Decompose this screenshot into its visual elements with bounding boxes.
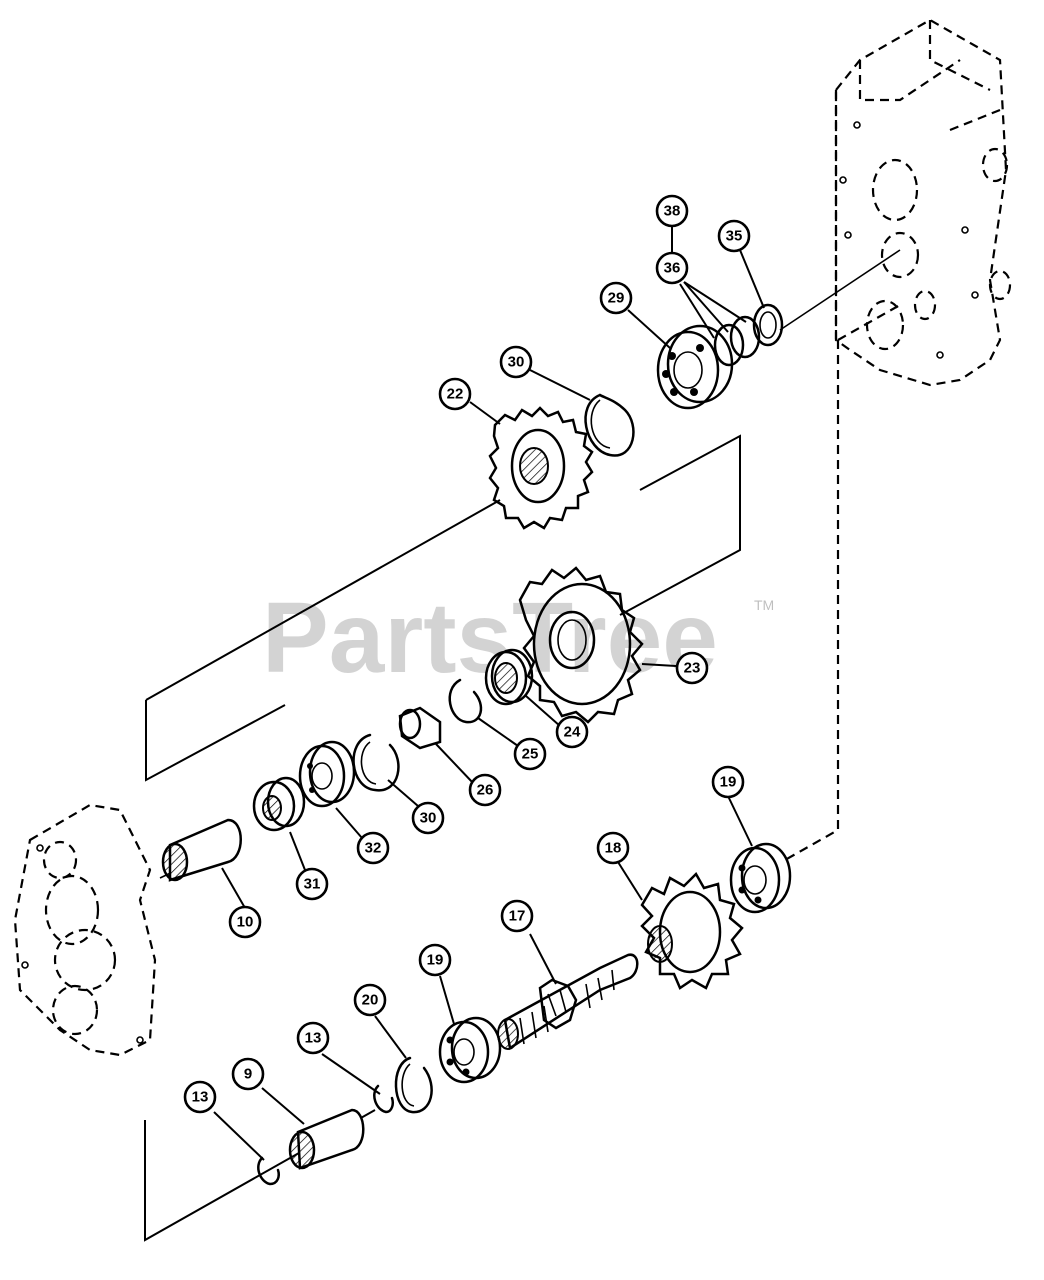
- callout-label: 17: [509, 908, 526, 925]
- bearing-19-right: [729, 842, 792, 914]
- housing-left: [13, 803, 157, 1057]
- callout-label: 23: [684, 660, 701, 677]
- clip-13-upper: [373, 1084, 394, 1114]
- callout-label: 29: [608, 290, 625, 307]
- callout-36[interactable]: 36: [655, 251, 689, 285]
- callout-18[interactable]: 18: [596, 831, 630, 865]
- callout-22[interactable]: 22: [438, 377, 472, 411]
- callout-label: 13: [192, 1089, 209, 1106]
- callout-label: 30: [508, 354, 525, 371]
- shim-rings: [713, 303, 784, 367]
- clip-13-lower: [257, 1156, 280, 1186]
- housing-right: [834, 18, 1012, 387]
- callout-26[interactable]: 26: [468, 773, 502, 807]
- bearing-29: [656, 324, 734, 410]
- callout-label: 19: [720, 774, 737, 791]
- snap-ring-30-upper: [584, 393, 635, 457]
- bearing-19-left: [438, 1016, 502, 1084]
- callout-17[interactable]: 17: [500, 899, 534, 933]
- bearing-32: [298, 740, 356, 808]
- shaft-17: [497, 953, 639, 1051]
- leader-lines: [213, 224, 765, 1161]
- callout-30-upper[interactable]: 30: [499, 345, 533, 379]
- callout-9[interactable]: 9: [231, 1057, 265, 1091]
- callout-label: 9: [244, 1066, 252, 1083]
- bushing-26: [398, 706, 442, 750]
- callout-label: 24: [564, 724, 581, 741]
- callouts: 38 36 35 29 30 22 23 24 25 26 30 32 31 1…: [183, 194, 751, 1114]
- watermark-trademark: TM: [754, 597, 774, 613]
- callout-label: 32: [365, 840, 382, 857]
- callout-35[interactable]: 35: [717, 219, 751, 253]
- callout-31[interactable]: 31: [295, 867, 329, 901]
- callout-label: 38: [664, 203, 681, 220]
- sleeve-9: [288, 1108, 365, 1170]
- callout-25[interactable]: 25: [513, 737, 547, 771]
- callout-30-lower[interactable]: 30: [411, 801, 445, 835]
- callout-13-lower[interactable]: 13: [183, 1080, 217, 1114]
- callout-23[interactable]: 23: [675, 651, 709, 685]
- callout-label: 13: [305, 1030, 322, 1047]
- callout-label: 18: [605, 840, 622, 857]
- callout-13-upper[interactable]: 13: [296, 1021, 330, 1055]
- callout-label: 36: [664, 260, 681, 277]
- bearing-31: [252, 776, 306, 832]
- sprocket-23: [518, 566, 644, 724]
- bearing-24: [484, 648, 534, 706]
- callout-29[interactable]: 29: [599, 281, 633, 315]
- sleeve-10: [161, 818, 242, 882]
- callout-20[interactable]: 20: [353, 983, 387, 1017]
- callout-label: 26: [477, 782, 494, 799]
- callout-label: 19: [427, 952, 444, 969]
- snap-ring-30-lower: [352, 733, 400, 792]
- callout-label: 25: [522, 746, 539, 763]
- callout-label: 10: [237, 914, 254, 931]
- callout-19-right[interactable]: 19: [711, 765, 745, 799]
- callout-10[interactable]: 10: [228, 905, 262, 939]
- callout-24[interactable]: 24: [555, 715, 589, 749]
- callout-38[interactable]: 38: [655, 194, 689, 228]
- snap-ring-25: [448, 678, 483, 724]
- sprocket-18: [640, 871, 744, 990]
- callout-label: 22: [447, 386, 464, 403]
- snap-ring-20: [394, 1056, 433, 1114]
- callout-label: 31: [304, 876, 321, 893]
- callout-label: 30: [420, 810, 437, 827]
- sprocket-22: [488, 406, 594, 530]
- callout-label: 35: [726, 228, 743, 245]
- callout-32[interactable]: 32: [356, 831, 390, 865]
- callout-19-left[interactable]: 19: [418, 943, 452, 977]
- callout-label: 20: [362, 992, 379, 1009]
